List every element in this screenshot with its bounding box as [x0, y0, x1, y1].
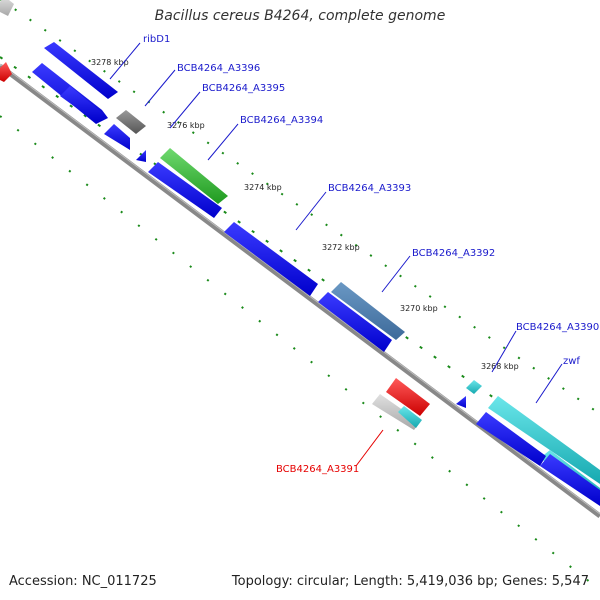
reverse-gene-2 — [60, 86, 104, 122]
label-leader-lines — [109, 42, 563, 404]
forward-gene-lightgray — [0, 0, 14, 16]
gene-label-a3393[interactable]: BCB4264_A3393 — [328, 183, 411, 194]
reverse-gene-lightgray-cyan — [372, 394, 422, 430]
gene-label-a3391[interactable]: BCB4264_A3391 — [276, 464, 359, 475]
reverse-gene-7 — [476, 412, 546, 466]
inner-tick-track — [0, 115, 600, 591]
kbp-label: 3268 kbp — [481, 362, 519, 371]
reverse-gene-4 — [148, 162, 222, 218]
kbp-label: 3276 kbp — [167, 121, 205, 130]
gene-label-a3390[interactable]: BCB4264_A3390 — [516, 322, 599, 333]
label-leader-line-red — [355, 429, 384, 467]
accession-text: Accession: NC_011725 — [9, 574, 157, 589]
gene-label-a3396[interactable]: BCB4264_A3396 — [177, 63, 260, 74]
reverse-gene-8 — [540, 454, 600, 506]
reverse-gene-small-2 — [456, 396, 466, 408]
kbp-label: 3272 kbp — [322, 243, 360, 252]
kbp-label: 3278 kbp — [91, 58, 129, 67]
forward-gene-steelblue — [331, 282, 405, 340]
genome-summary-text: Topology: circular; Length: 5,419,036 bp… — [231, 574, 589, 589]
forward-gene-red — [386, 378, 430, 416]
gene-label-a3394[interactable]: BCB4264_A3394 — [240, 115, 323, 126]
reverse-gene-6 — [318, 292, 392, 352]
forward-gene-cyan-long — [488, 396, 600, 484]
gene-label-a3395[interactable]: BCB4264_A3395 — [202, 83, 285, 94]
reverse-gene-5 — [224, 222, 318, 296]
reverse-gene-3 — [104, 124, 130, 150]
kbp-label: 3274 kbp — [244, 183, 282, 192]
reverse-gene-red-edge — [0, 62, 12, 82]
map-title: Bacillus cereus B4264, complete genome — [154, 8, 446, 24]
middle-tick-track — [0, 56, 600, 472]
forward-gene-green — [160, 148, 228, 204]
forward-gene-1 — [44, 42, 118, 99]
gene-label-a3392[interactable]: BCB4264_A3392 — [412, 248, 495, 259]
reverse-gene-small-1 — [136, 150, 146, 162]
outer-tick-track — [0, 0, 600, 415]
forward-gene-cyan-small — [466, 380, 482, 394]
gene-label-zwf[interactable]: zwf — [563, 356, 580, 367]
genome-backbone — [0, 63, 600, 518]
kbp-label: 3270 kbp — [400, 304, 438, 313]
forward-gene-gray — [116, 110, 146, 134]
gene-label-ribd1[interactable]: ribD1 — [143, 34, 170, 45]
